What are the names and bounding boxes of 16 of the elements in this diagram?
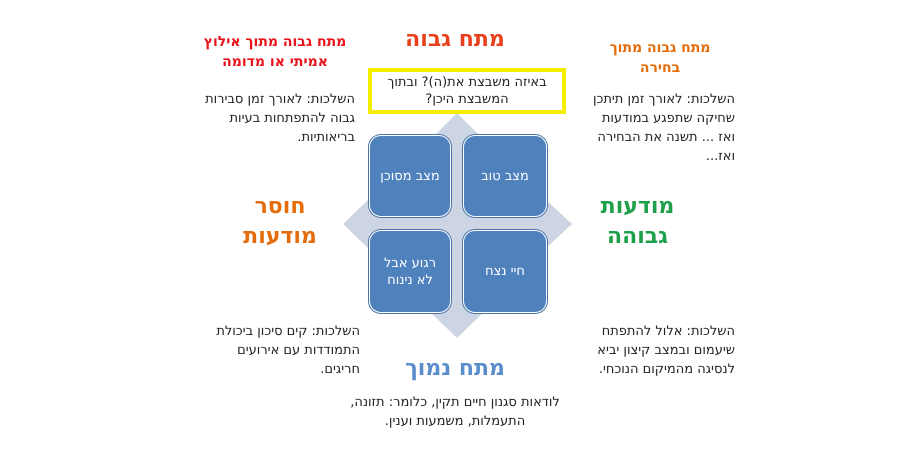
note-text: השלכות: קים סיכון ביכולת התמודדות עם אירועים חריגים.	[215, 323, 360, 379]
axis-label: מודעות גבוהה	[600, 193, 676, 251]
quadrant-tile: חיי נצח	[463, 230, 547, 313]
note-text: השלכות: אלול להתפתח שיעמום ובמצב קיצון יביא לנסיגה מהמיקום הנוכחי.	[596, 323, 735, 379]
quadrant-tile: רגוע אבל לא נינוח	[369, 230, 451, 313]
note-text: השלכות: לאורך זמן תיתכן שחיקה שתפגע במודעות ואז ... תשנה את הבחירה ואז...	[592, 91, 735, 166]
axis-label: מתח נמוך	[404, 355, 506, 383]
quadrant-tile: מצב טוב	[463, 135, 547, 217]
question-box: באיזה משבצת את(ה)? ובתוך המשבצת היכן?	[368, 68, 566, 114]
quadrant-tile: מצב מסוכן	[369, 135, 451, 217]
axis-label: חוסר מודעות	[242, 193, 318, 251]
heading: מתח גבוה מתוך אילוץ אמיתי או מדומה	[202, 33, 348, 72]
note-text: השלכות: לאורך זמן סבירות גבוה להתפתחות בעיות בריאותיות.	[204, 91, 355, 147]
title: מתח גבוה	[404, 26, 506, 54]
heading: מתח גבוה מתוך בחירה	[608, 39, 712, 78]
note-text: לודאות סגנון חיים תקין, כלומר: תזונה, התעמלות, משמעות וענין.	[349, 394, 561, 431]
